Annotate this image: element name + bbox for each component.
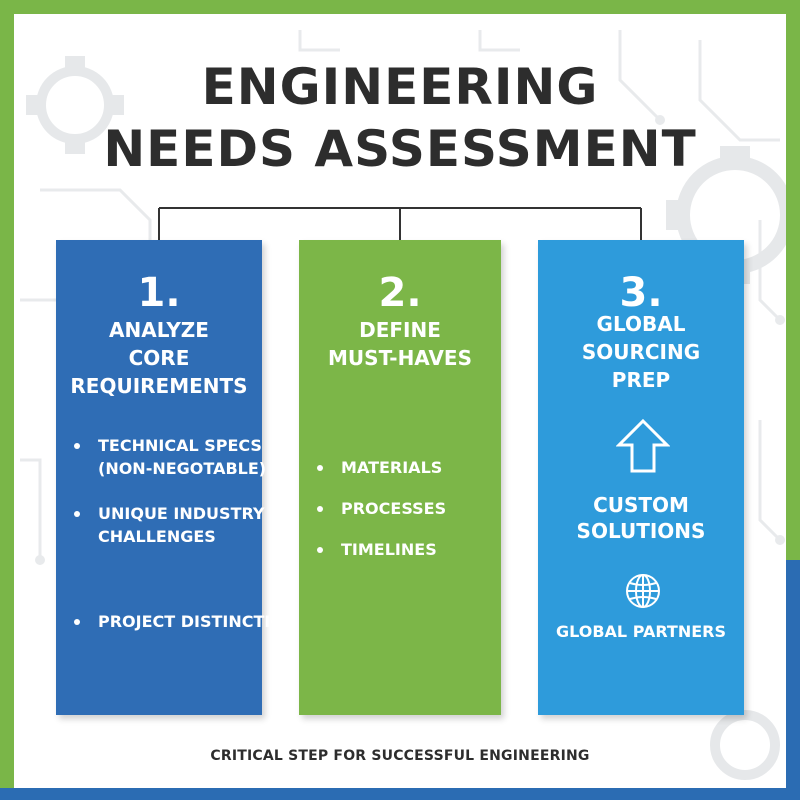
bullet-dot (74, 511, 80, 517)
step-heading-line: ANALYZE (56, 316, 262, 344)
bullet-dot (317, 465, 323, 471)
step-number: 2. (299, 270, 501, 316)
step-heading: DEFINE MUST-HAVES (299, 316, 501, 372)
step-heading-line: CORE REQUIREMENTS (56, 344, 262, 400)
footer-caption: CRITICAL STEP FOR SUCCESSFUL ENGINEERING (0, 748, 800, 764)
bullet-dot (317, 547, 323, 553)
custom-solutions-label: CUSTOM SOLUTIONS (538, 492, 744, 544)
frame-border-right-lower (786, 560, 800, 800)
step-card-global-sourcing: 3. GLOBAL SOURCING PREP CUSTOM SOLUTIONS… (538, 240, 744, 715)
bullet-text: PROCESSES (341, 497, 501, 520)
bullet-text: MATERIALS (341, 456, 501, 479)
bullet-text: TIMELINES (341, 538, 501, 561)
globe-icon (625, 573, 661, 609)
bullet-dot (317, 506, 323, 512)
title-line-1: ENGINEERING (0, 56, 800, 118)
up-arrow-icon (616, 418, 670, 474)
page-title: ENGINEERING NEEDS ASSESSMENT (0, 56, 800, 180)
step-card-analyze: 1. ANALYZE CORE REQUIREMENTS TECHNICAL S… (56, 240, 262, 715)
bullet-text: TECHNICAL SPECS (98, 434, 262, 457)
gear-icon-bottom-right (715, 715, 775, 775)
step-heading-line: SOURCING (538, 338, 744, 366)
bullet-text: CHALLENGES (98, 525, 262, 548)
title-line-2: NEEDS ASSESSMENT (0, 118, 800, 180)
frame-border-bottom (0, 788, 800, 800)
bullet-text: PROJECT DISTINCTIONS (98, 610, 262, 633)
frame-border-top (0, 0, 800, 14)
bullet-dot (74, 443, 80, 449)
step-heading-line: PREP (538, 366, 744, 394)
bullet-text: UNIQUE INDUSTRY (98, 502, 262, 525)
step-heading-line: DEFINE (299, 316, 501, 344)
custom-solutions-line: CUSTOM (538, 492, 744, 518)
custom-solutions-line: SOLUTIONS (538, 518, 744, 544)
step-heading-line: GLOBAL (538, 310, 744, 338)
step-heading: ANALYZE CORE REQUIREMENTS (56, 316, 262, 400)
global-partners-label: GLOBAL PARTNERS (538, 622, 744, 642)
step-heading: GLOBAL SOURCING PREP (538, 310, 744, 394)
step-number: 1. (56, 270, 262, 316)
bullet-text: (NON-NEGOTABLE) (98, 457, 262, 480)
bullet-dot (74, 619, 80, 625)
step-heading-line: MUST-HAVES (299, 344, 501, 372)
step-card-define: 2. DEFINE MUST-HAVES MATERIALS PROCESSES… (299, 240, 501, 715)
